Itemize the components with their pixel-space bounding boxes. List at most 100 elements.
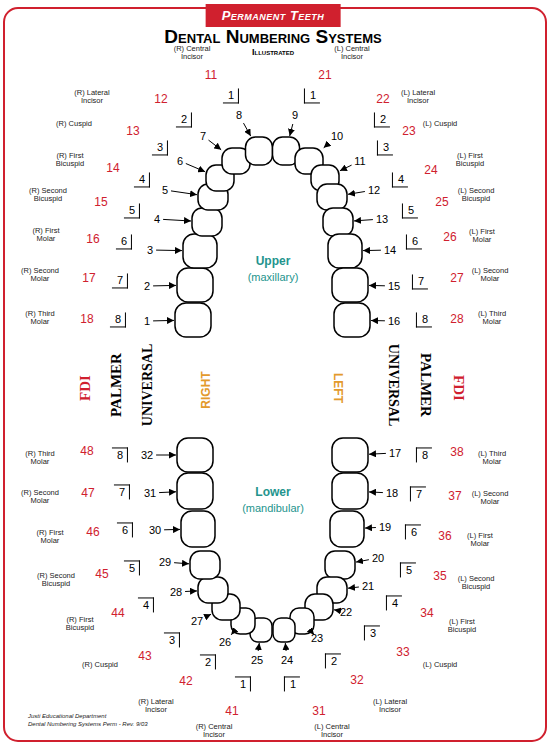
tooth bbox=[190, 551, 220, 579]
subtitle: Illustrated bbox=[252, 48, 294, 58]
universal-number: 17 bbox=[389, 447, 401, 459]
jaw-label: Lower bbox=[255, 486, 290, 499]
tooth-name: (L) Cuspid bbox=[417, 120, 463, 128]
tooth-name: (R) Cuspid bbox=[51, 120, 97, 128]
leader-arrow bbox=[369, 453, 386, 455]
universal-number: 3 bbox=[147, 244, 153, 256]
fdi-number: 16 bbox=[86, 233, 99, 246]
fdi-number: 44 bbox=[111, 607, 124, 620]
tooth-name: (R) First Bicuspid bbox=[47, 152, 93, 169]
tooth bbox=[183, 234, 217, 268]
fdi-number: 18 bbox=[80, 313, 93, 326]
universal-number: 19 bbox=[379, 521, 391, 533]
palmer-number: 1 bbox=[284, 676, 300, 691]
universal-number: 25 bbox=[251, 654, 263, 666]
leader-arrow bbox=[354, 220, 373, 221]
tooth-name: (R) First Molar bbox=[27, 529, 73, 546]
leader-arrow bbox=[153, 320, 174, 322]
universal-number: 12 bbox=[368, 184, 380, 196]
band-text: Permanent Teeth bbox=[222, 8, 325, 23]
palmer-number: 6 bbox=[405, 524, 421, 539]
fdi-number: 32 bbox=[350, 674, 363, 687]
leader-arrow bbox=[231, 634, 233, 635]
leader-arrows bbox=[153, 123, 386, 651]
universal-number: 28 bbox=[170, 586, 182, 598]
leader-arrow bbox=[285, 643, 287, 651]
tooth-name: (R) Central Incisor bbox=[169, 45, 215, 62]
leader-arrow bbox=[348, 587, 359, 588]
tooth bbox=[273, 618, 295, 642]
tooth-name: (L) Lateral Incisor bbox=[367, 698, 413, 715]
system-label: UNIVERSAL bbox=[385, 344, 400, 426]
leader-arrow bbox=[290, 124, 293, 136]
tooth-name: (R) Lateral Incisor bbox=[133, 698, 179, 715]
universal-number: 8 bbox=[236, 109, 242, 121]
lower-arch bbox=[177, 438, 368, 642]
palmer-number: 8 bbox=[416, 447, 432, 462]
tooth bbox=[177, 473, 213, 509]
universal-number: 23 bbox=[311, 632, 323, 644]
fdi-number: 33 bbox=[396, 646, 409, 659]
footer-note: Justi Educational Department bbox=[28, 713, 106, 720]
palmer-number: 4 bbox=[386, 595, 402, 610]
universal-number: 7 bbox=[200, 130, 206, 142]
tooth-name: (R) Second Bicuspid bbox=[25, 187, 71, 204]
leader-arrow bbox=[209, 140, 222, 150]
fdi-number: 21 bbox=[318, 69, 331, 82]
fdi-number: 23 bbox=[402, 125, 415, 138]
fdi-number: 25 bbox=[435, 196, 448, 209]
tooth bbox=[192, 208, 222, 236]
palmer-number: 6 bbox=[116, 234, 132, 249]
fdi-number: 12 bbox=[154, 93, 167, 106]
side-label: RIGHT bbox=[200, 371, 213, 408]
palmer-number: 5 bbox=[400, 562, 416, 577]
system-label: PALMER bbox=[108, 353, 125, 417]
leader-arrow bbox=[171, 191, 197, 195]
fdi-number: 28 bbox=[450, 313, 463, 326]
tooth bbox=[175, 303, 211, 337]
system-label: PALMER bbox=[418, 353, 435, 417]
side-label: LEFT bbox=[330, 373, 343, 403]
fdi-number: 48 bbox=[80, 445, 93, 458]
palmer-number: 4 bbox=[138, 597, 154, 612]
palmer-number: 2 bbox=[325, 653, 341, 668]
leader-arrow bbox=[206, 614, 211, 617]
universal-number: 13 bbox=[376, 213, 388, 225]
tooth-name: (R) Second Molar bbox=[17, 267, 63, 284]
leader-arrow bbox=[185, 590, 197, 592]
system-label: FDI bbox=[451, 375, 468, 401]
palmer-number: 4 bbox=[134, 172, 150, 187]
leader-arrow bbox=[371, 320, 385, 321]
palmer-number: 2 bbox=[176, 112, 192, 127]
tooth-name: (R) First Molar bbox=[23, 227, 69, 244]
system-label: FDI bbox=[77, 375, 94, 401]
universal-number: 29 bbox=[159, 556, 171, 568]
fdi-number: 34 bbox=[420, 607, 433, 620]
tooth bbox=[332, 438, 368, 472]
tooth bbox=[332, 473, 368, 509]
fdi-number: 43 bbox=[138, 650, 151, 663]
palmer-number: 6 bbox=[406, 234, 422, 249]
tooth-name: (L) Lateral Incisor bbox=[395, 89, 441, 106]
universal-number: 1 bbox=[144, 315, 150, 327]
tooth bbox=[334, 303, 370, 337]
fdi-number: 31 bbox=[312, 705, 325, 718]
tooth bbox=[198, 577, 228, 603]
tooth-name: (L) Second Bicuspid bbox=[453, 575, 499, 592]
leader-arrow bbox=[156, 250, 182, 252]
fdi-number: 17 bbox=[82, 272, 95, 285]
tooth-name: (R) Second Bicuspid bbox=[33, 572, 79, 589]
universal-number: 16 bbox=[388, 315, 400, 327]
universal-number: 32 bbox=[141, 449, 153, 461]
title-band: Permanent Teeth bbox=[206, 4, 341, 27]
fdi-number: 38 bbox=[450, 446, 463, 459]
tooth bbox=[328, 234, 362, 268]
leader-arrow bbox=[174, 563, 189, 564]
jaw-label: (mandibular) bbox=[242, 502, 304, 514]
palmer-number: 5 bbox=[124, 203, 140, 218]
universal-number: 27 bbox=[191, 615, 203, 627]
leader-arrow bbox=[186, 164, 205, 172]
palmer-number: 7 bbox=[412, 274, 428, 289]
fdi-number: 35 bbox=[433, 570, 446, 583]
palmer-number: 4 bbox=[392, 172, 408, 187]
